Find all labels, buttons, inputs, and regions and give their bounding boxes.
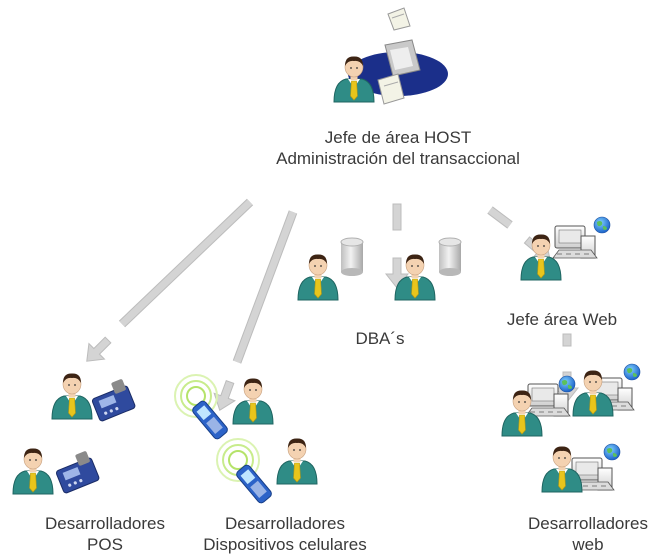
- globe-icon: [558, 375, 576, 393]
- host-lead-title: Jefe de área HOST: [324, 128, 472, 147]
- web-devs-subtitle: web: [572, 535, 604, 554]
- web-lead-label: Jefe área Web: [507, 309, 617, 330]
- person-icon: [394, 254, 436, 301]
- person-icon: [572, 370, 614, 417]
- database-icon: [340, 237, 364, 276]
- computer-workstation-icon: [525, 383, 571, 417]
- mainframe-printer-icon: [377, 7, 421, 105]
- arrow-host-to-pos-shaft: [118, 198, 254, 328]
- web-devs-label: Desarrolladores web: [528, 513, 648, 555]
- pos-devs-label: Desarrolladores POS: [45, 513, 165, 555]
- mobile-devs-label: Desarrolladores Dispositivos celulares: [203, 513, 366, 555]
- mobile-devs-title: Desarrolladores: [224, 514, 345, 533]
- mobile-phone-icon: [174, 374, 228, 440]
- person-icon: [12, 448, 54, 495]
- arrow-host-to-dba-shaft: [392, 203, 402, 231]
- web-lead-title: Jefe área Web: [506, 310, 618, 329]
- dba-title: DBA´s: [355, 329, 405, 348]
- person-icon: [541, 446, 583, 493]
- host-lead-label: Jefe de área HOST Administración del tra…: [276, 127, 520, 169]
- host-lead-subtitle: Administración del transaccional: [276, 149, 520, 168]
- database-icon: [438, 237, 462, 276]
- globe-icon: [603, 443, 621, 461]
- globe-icon: [593, 216, 611, 234]
- web-devs-title: Desarrolladores: [528, 514, 648, 533]
- arrow-host-to-pos: [78, 331, 117, 370]
- mobile-devs-subtitle: Dispositivos celulares: [203, 535, 367, 554]
- pos-devs-subtitle: POS: [87, 535, 123, 554]
- pos-terminal-icon: [91, 379, 136, 422]
- dba-label: DBA´s: [355, 328, 404, 349]
- person-icon: [501, 390, 543, 437]
- globe-icon: [623, 363, 641, 381]
- person-icon: [520, 234, 562, 281]
- mobile-phone-icon: [216, 438, 272, 504]
- person-icon: [232, 378, 274, 425]
- person-icon: [297, 254, 339, 301]
- computer-workstation-icon: [552, 225, 598, 259]
- person-icon: [51, 373, 93, 420]
- arrow-web-to-devs-shaft: [562, 333, 572, 347]
- person-icon: [276, 438, 318, 485]
- pos-terminal-icon: [55, 451, 100, 494]
- arrow-host-to-mobile-shaft: [232, 210, 298, 364]
- arrow-host-to-web-shaft: [487, 206, 513, 229]
- host-lead-group: [348, 7, 448, 105]
- pos-devs-title: Desarrolladores: [45, 514, 165, 533]
- person-icon: [333, 56, 375, 103]
